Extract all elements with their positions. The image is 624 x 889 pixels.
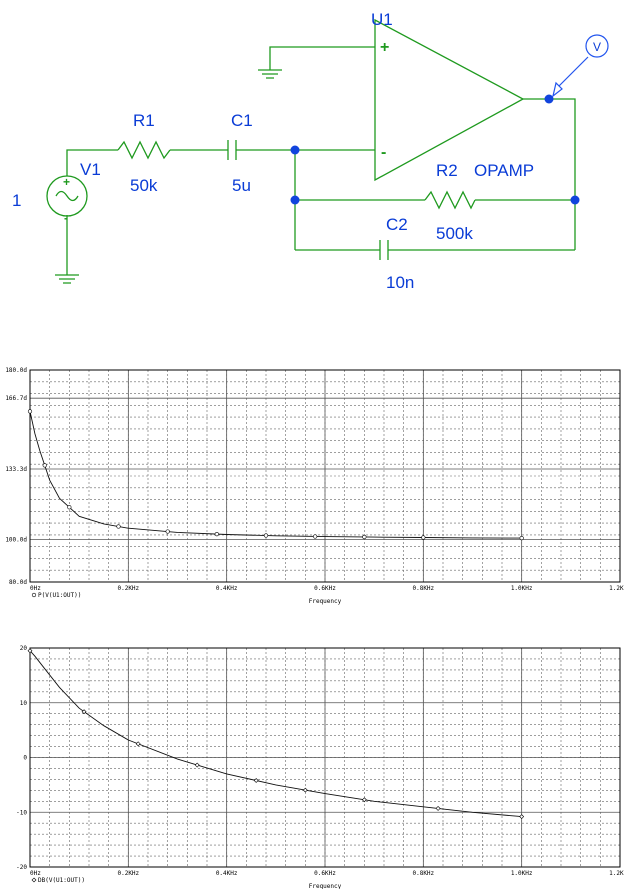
x-tick-label: 0.6KHz: [314, 870, 336, 877]
data-point: [302, 787, 308, 793]
legend-marker: [31, 592, 37, 598]
data-point: [421, 535, 426, 540]
junction-dot: [544, 94, 554, 104]
wire-plus-input: [269, 46, 375, 70]
capacitor-c1: [227, 140, 237, 160]
data-point: [67, 505, 72, 510]
label-v1: V1: [80, 160, 101, 179]
junction-dot: [290, 195, 300, 205]
x-tick-label: 1.2KHz: [609, 870, 624, 877]
x-tick-label: 0.8KHz: [412, 870, 434, 877]
data-point: [135, 741, 141, 747]
x-tick-label: 1.0KHz: [511, 870, 533, 877]
ground-icon: [55, 274, 79, 284]
series-line: [29, 650, 522, 818]
data-point: [519, 536, 524, 541]
label-c2: C2: [386, 215, 408, 234]
y-tick-label: 100.0d: [5, 537, 27, 544]
legend-entry: DB(V(U1:OUT)): [38, 877, 85, 884]
y-tick-label: -10: [16, 809, 27, 816]
data-point: [81, 709, 87, 715]
data-point: [362, 534, 367, 540]
ground-icon: [258, 69, 282, 79]
x-tick-label: 0.4KHz: [216, 585, 238, 592]
y-tick-label: -20: [16, 864, 27, 871]
x-tick-label: 1.0KHz: [511, 585, 533, 592]
y-tick-label: 80.0d: [9, 579, 27, 586]
x-tick-label: 0.2KHz: [117, 585, 139, 592]
data-point: [27, 648, 33, 654]
x-tick-label: 0.6KHz: [314, 585, 336, 592]
resistor-r2: [424, 190, 476, 210]
data-point: [519, 814, 525, 820]
x-tick-label: 0.2KHz: [117, 870, 139, 877]
x-axis-label: Frequency: [309, 883, 342, 889]
source-minus: -: [64, 211, 68, 225]
plot-frame: [29, 369, 621, 583]
label-c1-value: 5u: [232, 176, 251, 195]
y-tick-label: 166.7d: [5, 395, 27, 402]
data-point: [263, 533, 269, 538]
y-tick-label: 10: [20, 700, 28, 707]
series-line: [29, 411, 522, 539]
minus-sign: -: [381, 144, 386, 161]
probe-label: V: [593, 40, 601, 54]
label-opamp: OPAMP: [474, 161, 534, 180]
plot-frame: [29, 647, 621, 868]
capacitor-c2: [379, 240, 389, 260]
label-r1-value: 50k: [130, 176, 158, 195]
label-c2-value: 10n: [386, 273, 414, 292]
voltage-source-v1: [46, 175, 88, 217]
label-r1: R1: [133, 111, 155, 130]
x-axis-label: Frequency: [309, 598, 342, 605]
data-point: [27, 409, 33, 414]
data-point: [214, 531, 219, 537]
y-tick-label: 180.0d: [5, 367, 27, 374]
resistor-r1: [117, 140, 171, 160]
x-tick-label: 0.4KHz: [216, 870, 238, 877]
y-tick-label: 133.3d: [5, 466, 27, 473]
wire-source-r1: [66, 149, 118, 176]
data-point: [116, 524, 121, 529]
junction-dot: [570, 195, 580, 205]
voltage-probe-icon: [552, 34, 609, 98]
label-r2-value: 500k: [436, 224, 473, 243]
label-u1: U1: [371, 10, 393, 29]
label-c1: C1: [231, 111, 253, 130]
y-tick-label: 0: [23, 755, 27, 762]
source-plus: +: [63, 175, 70, 189]
x-tick-label: 1.2KHz: [609, 585, 624, 592]
x-tick-label: 0.8KHz: [412, 585, 434, 592]
sine-icon: [55, 190, 79, 202]
data-point: [42, 463, 47, 468]
data-point: [253, 778, 259, 783]
label-r2: R2: [436, 161, 458, 180]
x-tick-label: 0Hz: [30, 585, 41, 592]
label-source-value: 1: [12, 191, 21, 210]
legend-entry: P(V(U1:OUT)): [38, 592, 81, 599]
data-point: [435, 805, 441, 811]
circuit-schematic: V + - + - U1 V1 1 R1 50k C1 5u R2 OPAMP …: [12, 10, 609, 292]
data-point: [165, 529, 170, 534]
opamp-u1: [374, 18, 525, 182]
data-point: [361, 797, 367, 803]
data-point: [313, 534, 318, 539]
y-tick-label: 20: [20, 645, 28, 652]
legend-marker: [31, 877, 37, 883]
data-point: [194, 762, 200, 768]
x-tick-label: 0Hz: [30, 870, 41, 877]
plus-sign: +: [380, 39, 389, 56]
junction-dot: [290, 145, 300, 155]
